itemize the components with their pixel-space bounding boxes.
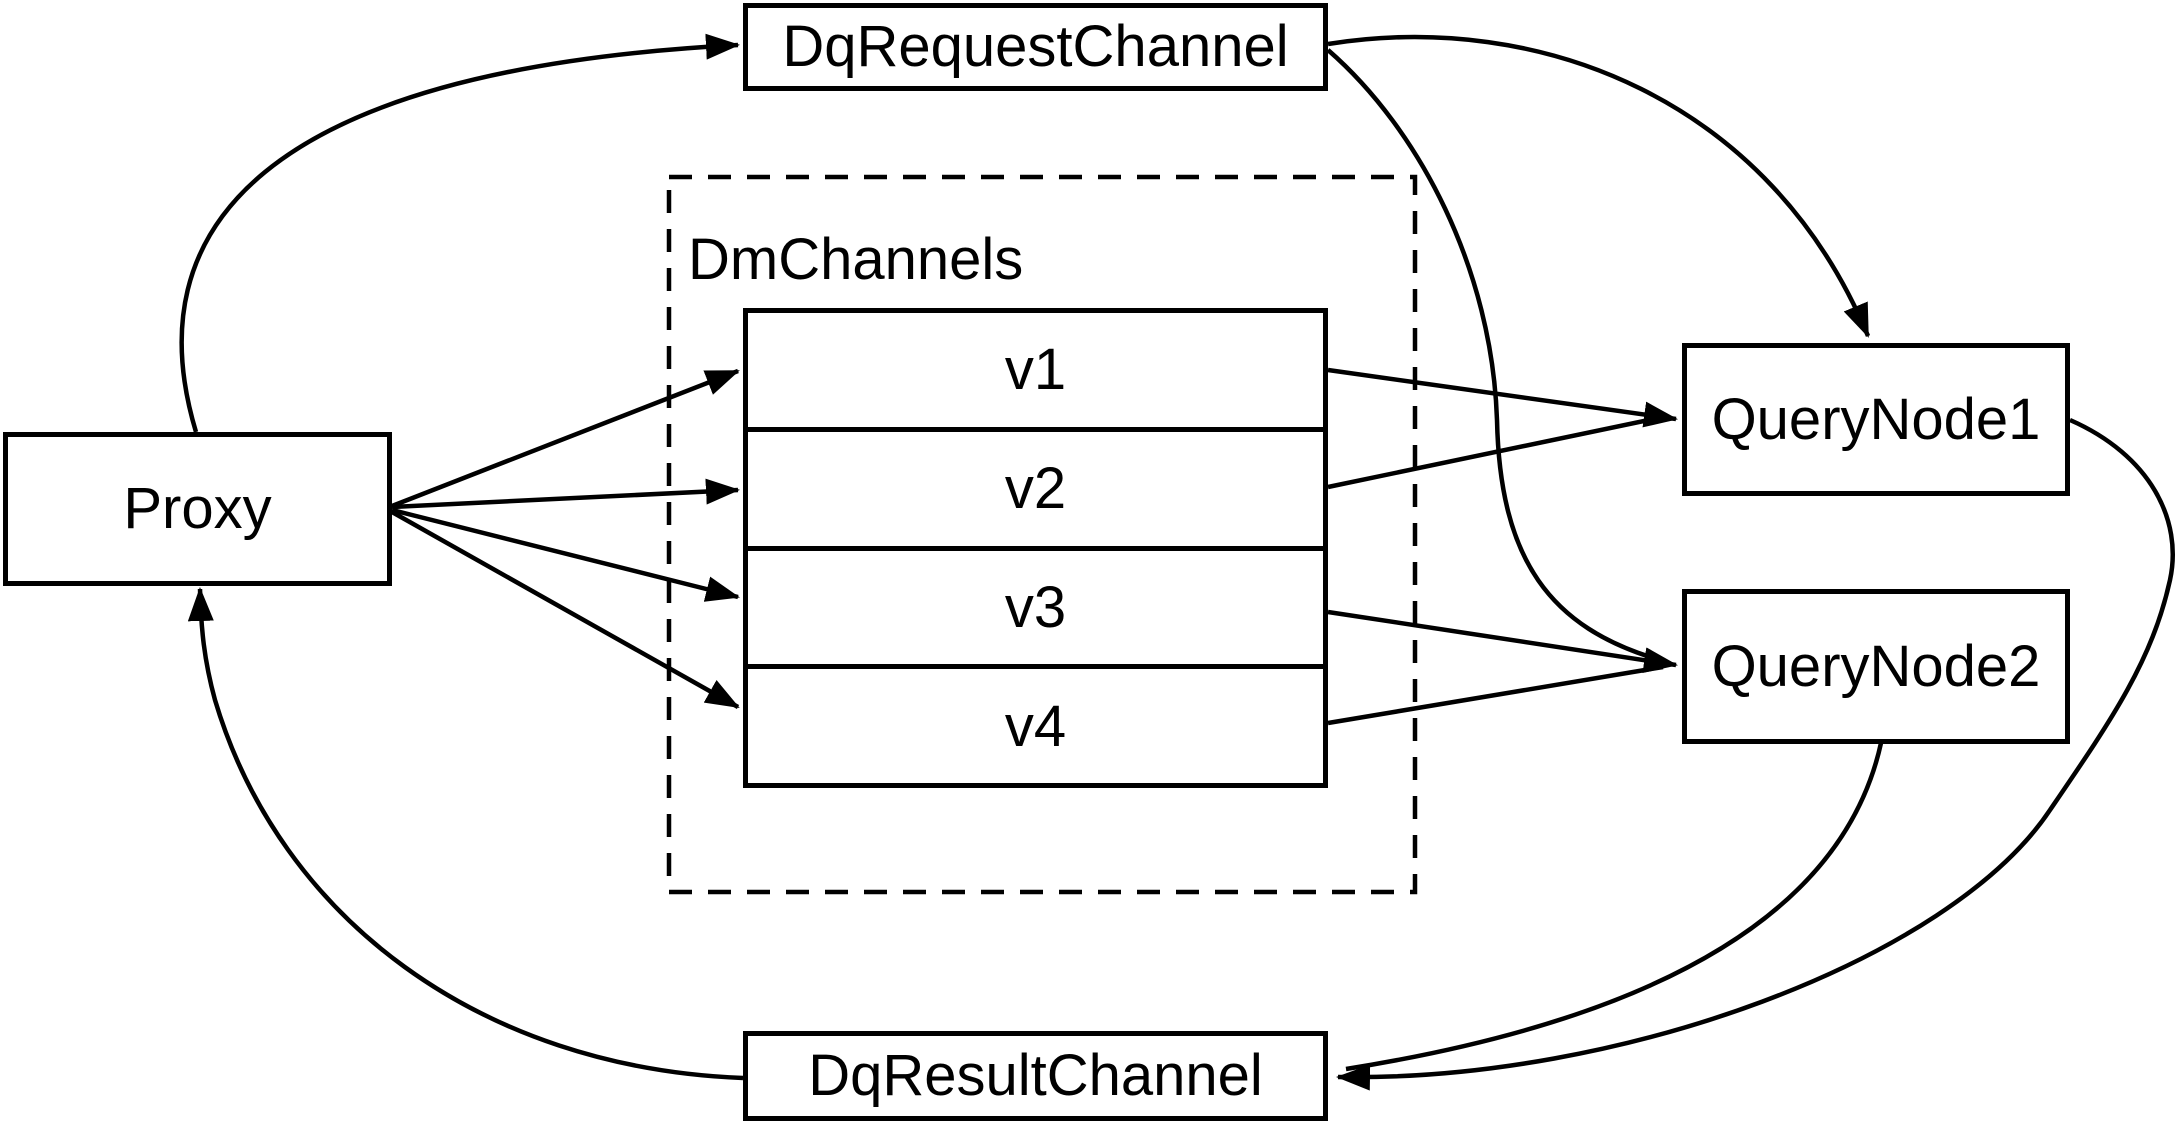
edge-dq-request-channel-to-query-node-2 [1326,48,1661,663]
dmchannel-row-v4: v4 [748,664,1323,783]
edge-proxy-to-dq-request-channel [179,33,740,433]
node-query-node-1: QueryNode1 [1682,343,2070,496]
edge-proxy-to-v2 [391,478,740,510]
edge-proxy-to-v4 [390,510,740,709]
edge-v4-to-query-node-2 [1327,664,1664,726]
node-dq-result-channel: DqResultChannel [743,1031,1328,1121]
edge-v1-to-query-node-1 [1327,367,1678,428]
dmchannels-title: DmChannels [688,227,1024,292]
dmchannel-row-v3: v3 [748,545,1323,665]
edge-v2-to-query-node-1 [1327,414,1664,490]
dmchannel-row-v2: v2 [748,426,1323,546]
edge-dq-request-channel-to-query-node-1 [1327,34,1871,338]
query-node-2-label: QueryNode2 [1711,633,2041,699]
node-query-node-2: QueryNode2 [1682,589,2070,744]
edge-v3-to-query-node-2 [1327,609,1678,674]
node-proxy: Proxy [3,432,392,586]
edge-query-node-2-to-dq-result-channel [1345,742,1884,1072]
dq-request-channel-label: DqRequestChannel [782,14,1289,79]
dmchannels-dashed-border [666,174,1418,895]
dq-result-channel-label: DqResultChannel [808,1043,1263,1108]
node-dq-request-channel: DqRequestChannel [743,3,1328,91]
proxy-label: Proxy [123,476,272,541]
edge-dq-result-channel-to-proxy [187,587,744,1081]
query-node-1-label: QueryNode1 [1711,386,2041,452]
edge-proxy-to-v3 [391,507,740,602]
edge-proxy-to-v1 [391,368,740,509]
edge-query-node-1-to-dq-result-channel [1336,417,2175,1091]
dmchannels-table: v1 v2 v3 v4 [743,308,1328,788]
dmchannel-row-v1: v1 [1004,337,1067,403]
